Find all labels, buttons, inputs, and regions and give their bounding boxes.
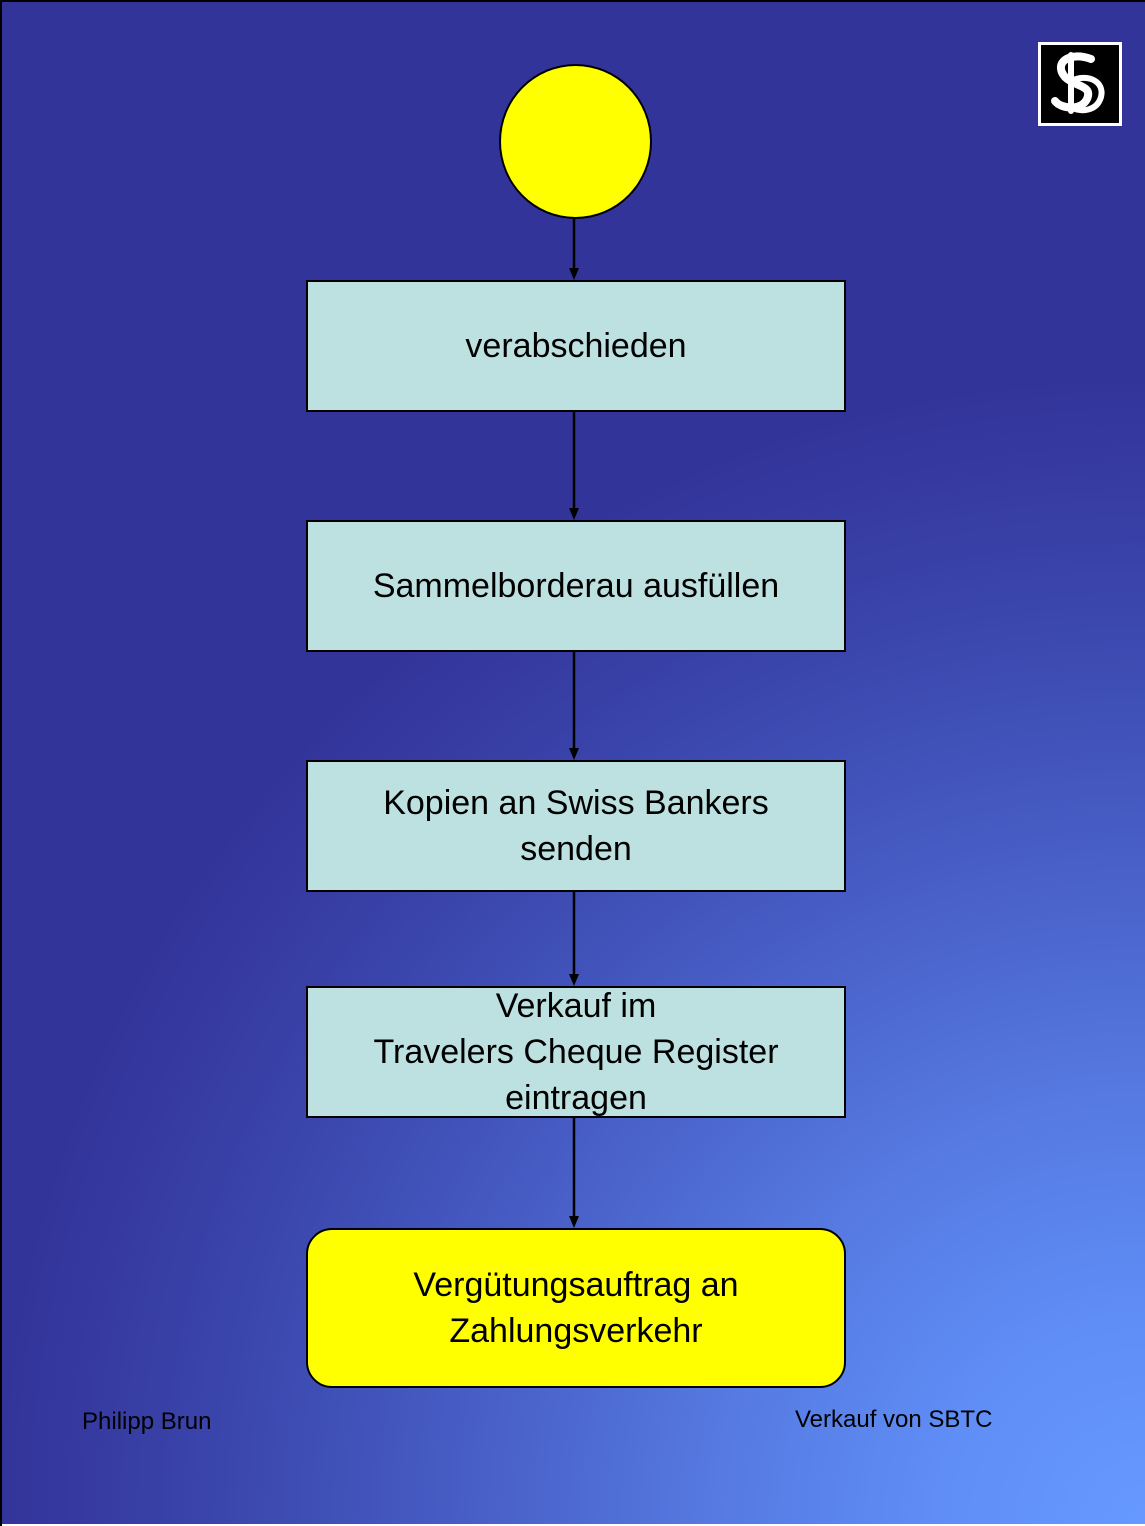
frame-left-border	[0, 0, 2, 1526]
footer-topic: Verkauf von SBTC	[795, 1406, 993, 1433]
flow-step-kopien-senden: Kopien an Swiss Bankers senden	[306, 760, 846, 892]
sb-logo-graphic	[1051, 52, 1105, 114]
flow-step-verabschieden: verabschieden	[306, 280, 846, 412]
footer-author: Philipp Brun	[82, 1408, 212, 1435]
flow-step-sammelborderau: Sammelborderau ausfüllen	[306, 520, 846, 652]
flow-start-node	[499, 64, 652, 219]
sb-logo-icon	[1038, 42, 1122, 126]
frame-top-border	[0, 0, 1145, 2]
flow-end-node: Vergütungsauftrag an Zahlungsverkehr	[306, 1228, 846, 1388]
flow-step-register-eintragen: Verkauf im Travelers Cheque Register ein…	[306, 986, 846, 1118]
